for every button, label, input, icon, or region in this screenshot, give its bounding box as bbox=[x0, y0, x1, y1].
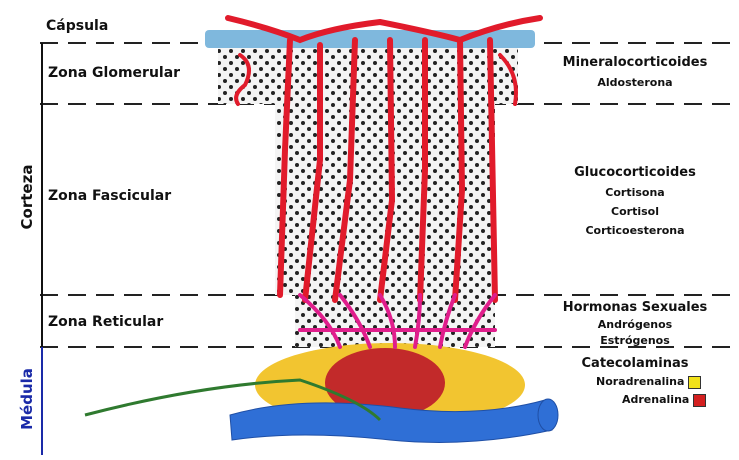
label-zona-glomerular: Zona Glomerular bbox=[48, 65, 180, 81]
label-medula: Médula bbox=[18, 366, 36, 432]
cortisona-label: Cortisona bbox=[530, 186, 739, 199]
glomerular-cells bbox=[218, 48, 518, 104]
cortisol-label: Cortisol bbox=[530, 205, 739, 218]
aldosterona-label: Aldosterona bbox=[530, 76, 739, 89]
adrenalina-label: Adrenalina bbox=[622, 393, 689, 406]
label-zona-reticular: Zona Reticular bbox=[48, 314, 163, 330]
corticoesterona-label: Corticoesterona bbox=[530, 224, 739, 237]
hormonas-sexuales-title: Hormonas Sexuales bbox=[530, 300, 739, 315]
label-zona-fascicular: Zona Fascicular bbox=[48, 188, 171, 204]
label-capsula: Cápsula bbox=[46, 18, 108, 34]
catecolaminas-title: Catecolaminas bbox=[530, 356, 739, 371]
adrenalina-legend: Adrenalina bbox=[622, 393, 706, 407]
noradrenalina-swatch bbox=[688, 376, 701, 389]
estrogenos-label: Estrógenos bbox=[530, 334, 739, 347]
glucocorticoides-title: Glucocorticoides bbox=[530, 165, 739, 180]
noradrenalina-label: Noradrenalina bbox=[596, 375, 684, 388]
noradrenalina-legend: Noradrenalina bbox=[596, 375, 701, 389]
adrenalina-swatch bbox=[693, 394, 706, 407]
label-corteza: Corteza bbox=[18, 162, 36, 232]
androgenos-label: Andrógenos bbox=[530, 318, 739, 331]
mineralocorticoides-title: Mineralocorticoides bbox=[530, 55, 739, 70]
